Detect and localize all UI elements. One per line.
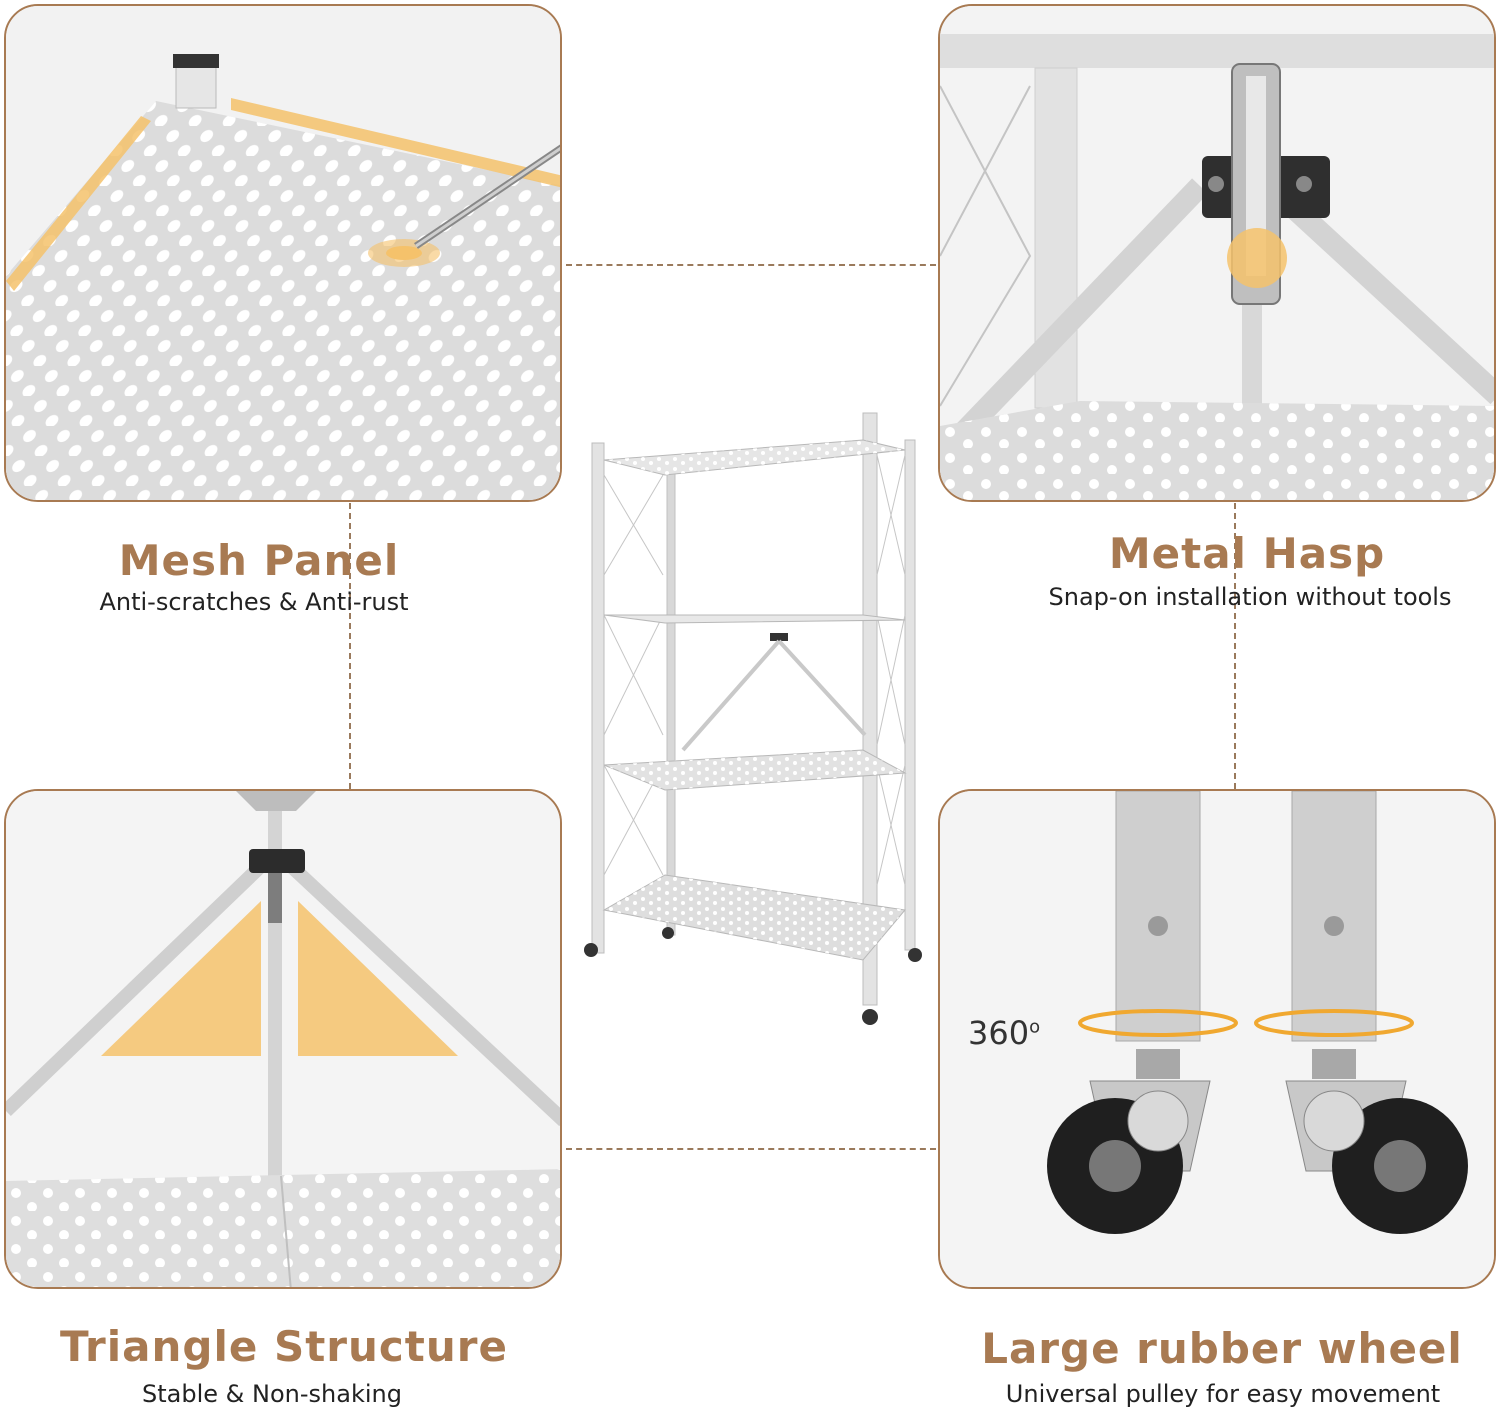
mesh-panel-image bbox=[4, 4, 562, 502]
rotation-label: 360o bbox=[968, 1014, 1041, 1052]
rubber-wheel-image bbox=[938, 789, 1496, 1289]
feature-title: Metal Hasp bbox=[1108, 529, 1386, 578]
product-shelf-image bbox=[575, 405, 935, 1035]
metal-hasp-image bbox=[938, 4, 1496, 502]
connector-line bbox=[1234, 503, 1236, 789]
triangle-structure-image bbox=[4, 789, 562, 1289]
feature-subtitle: Snap-on installation without tools bbox=[1048, 583, 1452, 611]
feature-subtitle: Anti-scratches & Anti-rust bbox=[99, 588, 409, 616]
connector-line bbox=[566, 1148, 936, 1150]
feature-subtitle: Universal pulley for easy movement bbox=[1005, 1380, 1441, 1408]
connector-line bbox=[349, 503, 351, 789]
feature-title: Large rubber wheel bbox=[981, 1324, 1463, 1373]
connector-line bbox=[566, 264, 936, 266]
feature-subtitle: Stable & Non-shaking bbox=[142, 1380, 402, 1408]
feature-title: Mesh Panel bbox=[118, 536, 400, 585]
feature-title: Triangle Structure bbox=[60, 1322, 508, 1371]
